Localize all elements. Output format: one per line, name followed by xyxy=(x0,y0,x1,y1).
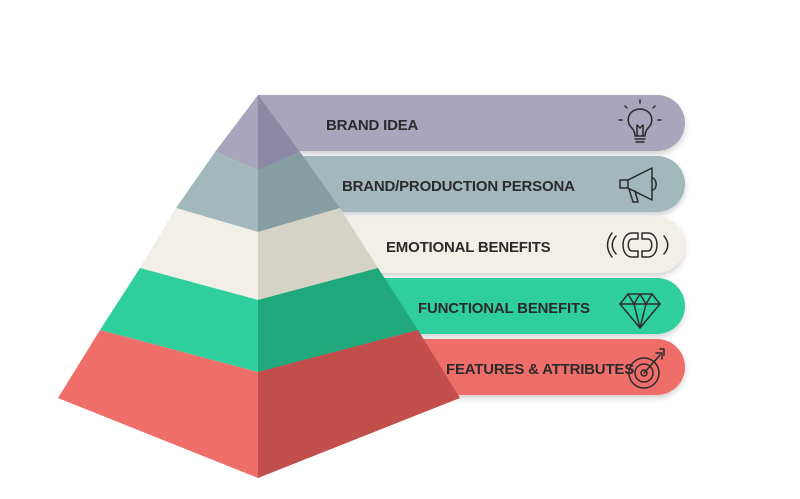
pyramid-level-1-right xyxy=(258,95,300,170)
pyramid-level-4-right xyxy=(258,268,418,372)
band-brand-idea xyxy=(258,95,685,151)
megaphone-icon xyxy=(619,167,657,203)
label-brand-persona: BRAND/PRODUCTION PERSONA xyxy=(342,178,575,195)
target-icon xyxy=(628,348,665,389)
pyramid-level-3-left xyxy=(140,208,258,300)
level-icons xyxy=(606,99,669,389)
label-features-attributes: FEATURES & ATTRIBUTES xyxy=(446,361,634,378)
level-labels: BRAND IDEA BRAND/PRODUCTION PERSONA EMOT… xyxy=(326,117,634,378)
diamond-icon xyxy=(619,293,661,329)
pyramid-level-2-left xyxy=(176,152,258,232)
pyramid xyxy=(58,95,460,478)
pyramid-level-5-right xyxy=(258,330,460,478)
pyramid-level-4-left xyxy=(100,268,258,372)
lightbulb-icon xyxy=(618,99,662,143)
magnet-icon xyxy=(606,232,669,258)
label-functional-benefits: FUNCTIONAL BENEFITS xyxy=(418,300,590,317)
pyramid-level-2-right xyxy=(258,152,340,232)
pyramid-level-3-right xyxy=(258,208,378,300)
pyramid-level-1-left xyxy=(215,95,258,170)
pyramid-level-5-left xyxy=(58,330,258,478)
band-brand-persona xyxy=(258,156,685,212)
label-emotional-benefits: EMOTIONAL BENEFITS xyxy=(386,239,551,256)
label-brand-idea: BRAND IDEA xyxy=(326,117,419,134)
